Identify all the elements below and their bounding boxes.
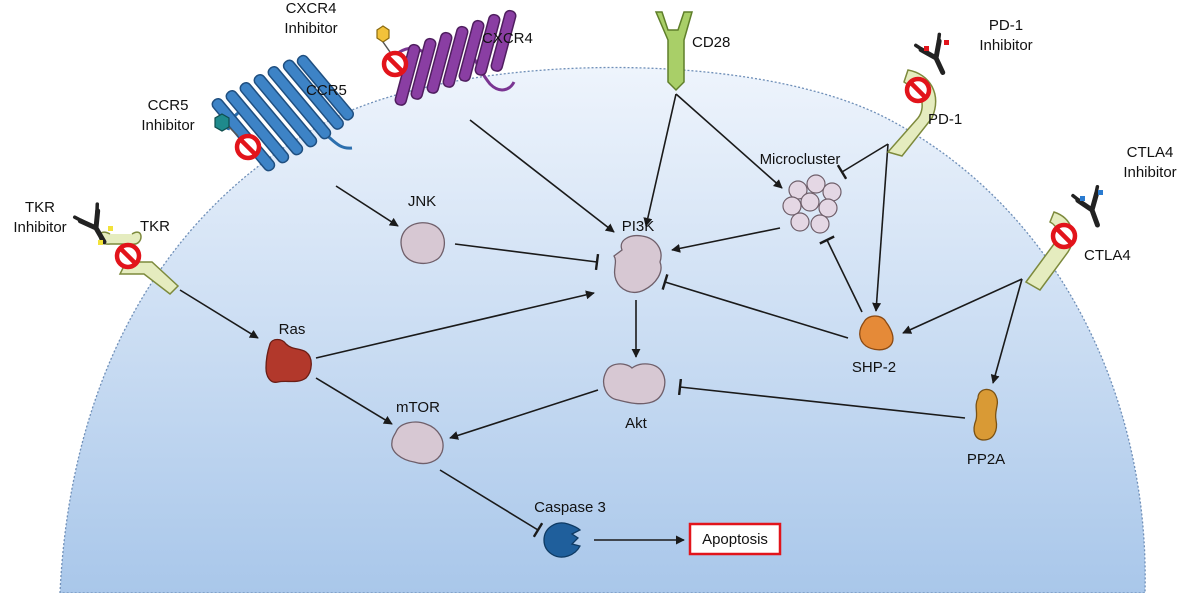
ras-protein-blob-icon <box>265 338 312 383</box>
ctla4-label: CTLA4 <box>1084 247 1131 264</box>
ras-label: Ras <box>279 321 306 338</box>
apoptosis-label: Apoptosis <box>702 531 768 548</box>
cxcr4-prohibition-sign-icon <box>384 53 406 75</box>
edge-pd1-microcluster <box>836 143 889 180</box>
cxcr4-inhibitor-label-line-1: CXCR4 <box>286 0 337 17</box>
pd1-prohibition-sign-icon <box>907 79 929 101</box>
ctla4-inhibitor-antibody-y-icon <box>1073 187 1110 230</box>
pp2a-label: PP2A <box>967 451 1005 468</box>
edge-ctla4-pp2a <box>990 278 1023 384</box>
ctla4-inhibitor-label-line-2: Inhibitor <box>1123 164 1176 181</box>
pd1-antibody-tip-icon <box>944 40 949 45</box>
ctla4-antibody-tip-icon <box>1080 196 1085 201</box>
edge-cd28-microcluster <box>675 93 783 189</box>
caspase3-label: Caspase 3 <box>534 499 606 516</box>
cell-membrane <box>59 66 1146 593</box>
edge-cxcr4-pi3k <box>469 119 615 233</box>
edge-mtor-caspase3 <box>439 469 544 538</box>
ctla4-inhibitor-label-line-1: CTLA4 <box>1127 144 1174 161</box>
cd28-label: CD28 <box>692 34 730 51</box>
edge-microcluster-pi3k <box>671 227 781 253</box>
mtor-label: mTOR <box>396 399 440 416</box>
microcluster-sphere-cluster-icon <box>782 174 842 234</box>
tkr-label: TKR <box>140 218 170 235</box>
apoptosis-box <box>688 522 782 556</box>
cxcr4-label: CXCR4 <box>482 30 533 47</box>
shp2-protein-blob-icon <box>859 315 894 351</box>
pp2a-protein-blob-icon <box>973 388 999 441</box>
shp2-label: SHP-2 <box>852 359 896 376</box>
pi3k-protein-blob-icon <box>613 234 662 294</box>
tkr-antibody-tip-icon <box>98 240 103 245</box>
caspase3-protein-blob-icon <box>543 522 582 558</box>
edge-cd28-pi3k <box>643 93 677 227</box>
pd1-label: PD-1 <box>928 111 962 128</box>
edge-shp2-pi3k <box>661 273 849 339</box>
ccr5-label: CCR5 <box>306 82 347 99</box>
edge-pp2a-akt <box>677 378 966 419</box>
pi3k-label: PI3K <box>622 218 655 235</box>
ctla4-antibody-tip-icon <box>1098 190 1103 195</box>
tkr-inhibitor-label-line-1: TKR <box>25 199 55 216</box>
ccr5-inhibitor-label-line-1: CCR5 <box>148 97 189 114</box>
ccr5-prohibition-sign-icon <box>237 136 259 158</box>
jnk-protein-blob-icon <box>400 222 446 265</box>
cxcr4-inhibitor-label-line-2: Inhibitor <box>284 20 337 37</box>
pd1-inhibitor-label-line-1: PD-1 <box>989 17 1023 34</box>
edge-ras-pi3k <box>315 290 595 359</box>
tkr-antibody-tip-icon <box>108 226 113 231</box>
ccr5-inhibitor-hexagon-molecule-icon <box>214 113 230 132</box>
ctla4-prohibition-sign-icon <box>1053 225 1075 247</box>
pd1-inhibitor-label-line-2: Inhibitor <box>979 37 1032 54</box>
tkr-prohibition-sign-icon <box>117 245 139 267</box>
jnk-label: JNK <box>408 193 436 210</box>
ccr5-inhibitor-linker <box>228 126 239 137</box>
edge-tkr-ras <box>179 289 259 339</box>
pd1-antibody-tip-icon <box>924 46 929 51</box>
edge-ras-mtor <box>315 377 393 425</box>
akt-label: Akt <box>625 415 648 432</box>
tkr-inhibitor-label-line-2: Inhibitor <box>13 219 66 236</box>
mtor-protein-blob-icon <box>391 421 444 465</box>
edge-ccr5-jnk <box>335 185 399 227</box>
edge-pd1-shp2 <box>872 143 889 312</box>
cxcr4-inhibitor-linker <box>382 41 391 53</box>
cxcr4-receptor-icon <box>386 9 517 106</box>
edge-shp2-microcluster <box>819 235 863 313</box>
cd28-receptor-icon <box>654 11 693 92</box>
edge-akt-mtor <box>449 389 599 440</box>
ccr5-inhibitor-label-line-2: Inhibitor <box>141 117 194 134</box>
cxcr4-inhibitor-hexagon-molecule-icon <box>376 25 390 43</box>
edge-ctla4-shp2 <box>902 278 1023 334</box>
edge-jnk-pi3k <box>454 243 600 271</box>
edges <box>179 93 1023 545</box>
microcluster-label: Microcluster <box>760 151 841 168</box>
akt-protein-blob-icon <box>603 363 666 405</box>
